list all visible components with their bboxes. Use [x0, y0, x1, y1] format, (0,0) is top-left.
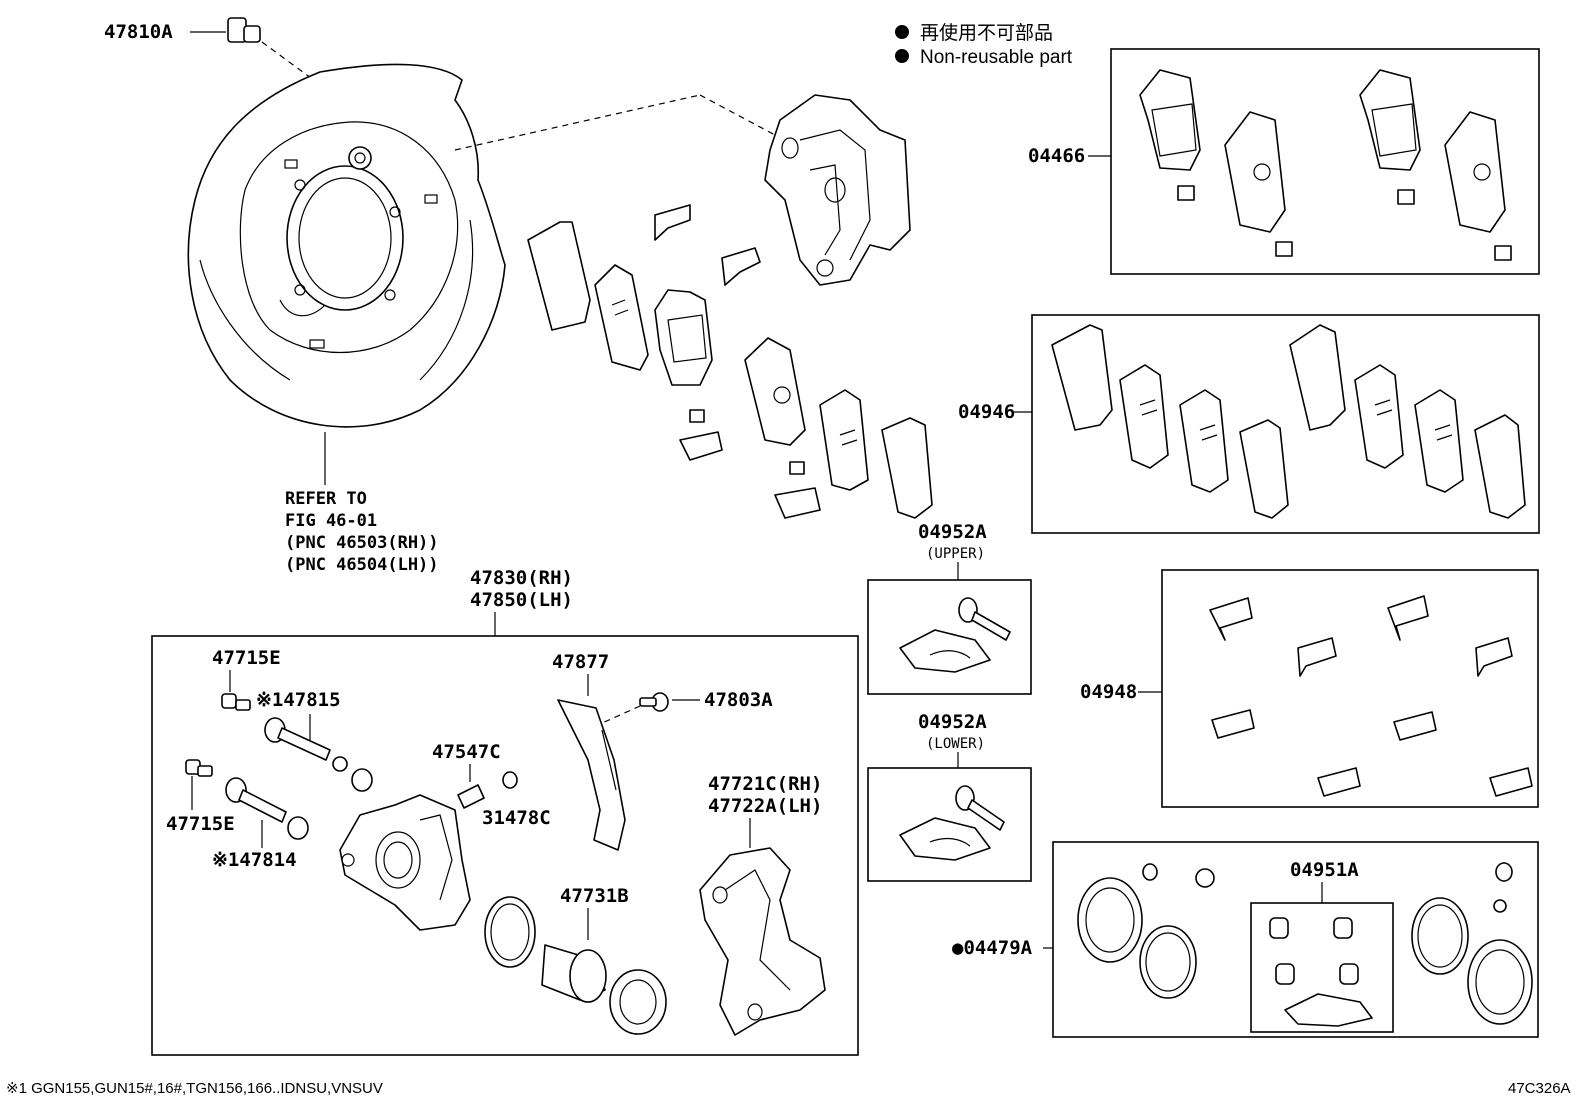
label-47722A: 47722A(LH) [708, 795, 822, 817]
kit-04946: 04946 [958, 314, 1540, 534]
figure-code: 47C326A [1508, 1080, 1571, 1097]
label-04466: 04466 [1028, 145, 1085, 167]
label-04948: 04948 [1080, 681, 1137, 703]
label-47810A: 47810A [104, 21, 173, 43]
label-04946: 04946 [958, 401, 1015, 423]
dust-cover-plate [187, 63, 776, 485]
label-47547C: 47547C [432, 741, 501, 763]
legend-en: Non-reusable part [920, 47, 1073, 68]
legend-dot-icon [895, 49, 909, 63]
label-47830: 47830(RH) [470, 567, 573, 589]
refer-line-1: REFER TO [285, 489, 367, 509]
refer-note: REFER TO FIG 46-01 (PNC 46503(RH)) (PNC … [285, 489, 439, 575]
kit-04948: 04948 [1080, 569, 1539, 808]
refer-line-2: FIG 46-01 [285, 511, 377, 531]
caliper-assembly-top [764, 94, 911, 286]
refer-line-4: (PNC 46504(LH)) [285, 555, 439, 575]
caliper-box-contents: 47715E ※147815 47715E ※147814 47547C [166, 647, 826, 1036]
label-47731B: 47731B [560, 885, 629, 907]
kit-04952A-lower: 04952A (LOWER) [867, 711, 1032, 882]
pad-exploded-sequence [527, 204, 933, 519]
label-31478C: 31478C [482, 807, 551, 829]
label-47815: ※147815 [256, 689, 341, 711]
footnote: ※1 GGN155,GUN15#,16#,TGN156,166..IDNSU,V… [6, 1080, 383, 1097]
label-47803A: 47803A [704, 689, 773, 711]
caliper-assembly-label: 47830(RH) 47850(LH) [151, 567, 859, 1056]
legend-jp: 再使用不可部品 [920, 22, 1053, 44]
label-04479A: ●04479A [952, 937, 1033, 959]
label-47850: 47850(LH) [470, 589, 573, 611]
legend-dot-icon [895, 25, 909, 39]
kit-04952A-upper: 04952A (UPPER) [867, 521, 1032, 695]
bleeder-plug-47810A: 47810A [104, 17, 331, 93]
label-47715E-bottom: 47715E [166, 813, 235, 835]
label-04952A-upper: 04952A [918, 521, 987, 543]
label-04952A-lower: 04952A [918, 711, 987, 733]
refer-line-3: (PNC 46503(RH)) [285, 533, 439, 553]
label-47721C: 47721C(RH) [708, 773, 822, 795]
label-47715E-top: 47715E [212, 647, 281, 669]
label-47814: ※147814 [212, 849, 297, 871]
label-lower: (LOWER) [926, 736, 985, 752]
label-47877: 47877 [552, 651, 609, 673]
label-04951A: 04951A [1290, 859, 1359, 881]
label-upper: (UPPER) [926, 546, 985, 562]
kit-04466: 04466 [1028, 48, 1540, 275]
legend: 再使用不可部品 Non-reusable part [895, 22, 1073, 68]
kit-04479A: ●04479A 04951A [952, 841, 1539, 1038]
